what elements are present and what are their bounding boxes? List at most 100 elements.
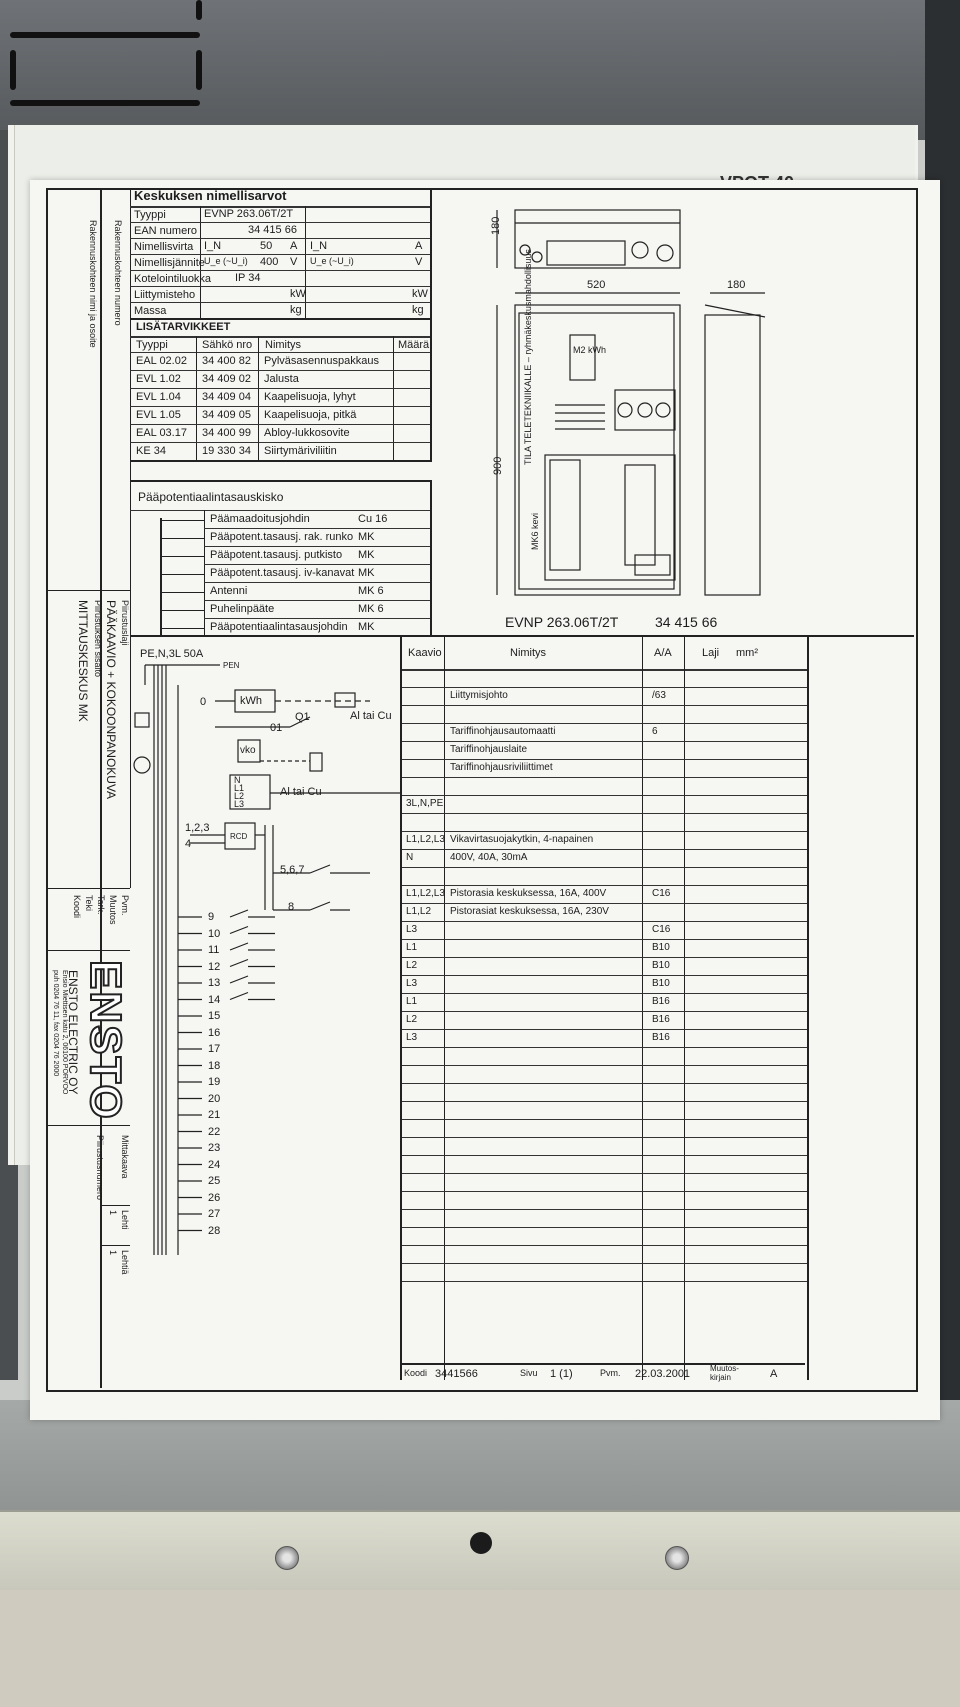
rating-ean: 34 415 66 [248, 224, 297, 236]
table-rule [402, 741, 807, 742]
equipotential-value: Cu 16 [358, 513, 388, 525]
accessories-header: Sähkö nro [202, 339, 253, 351]
equipotential-section: Pääpotentiaalintasauskisko Päämaadoitusj… [130, 480, 432, 637]
table-rule [402, 1047, 807, 1048]
accessory-type: EVL 1.05 [136, 409, 181, 421]
company-address: Ensio Miettisen katu 2, 06100 PORVOO [61, 970, 68, 1095]
table-rule [402, 1119, 807, 1120]
kaavio-cell: L1,L2,L3 [406, 888, 445, 899]
table-rule [402, 831, 807, 832]
pen-label: PEN [223, 661, 240, 670]
table-rule [402, 867, 807, 868]
nimitys-cell: Pistorasia keskuksessa, 16A, 400V [450, 888, 607, 899]
aa-cell: B16 [652, 996, 670, 1007]
vent-slot [10, 32, 200, 38]
kaavio-cell: 3L,N,PE [406, 798, 444, 809]
dim-height: 900 [492, 456, 504, 475]
lehti-label: Lehti [120, 1210, 130, 1230]
q1-label: Q1 [295, 711, 310, 723]
breaker-switch [229, 991, 249, 1001]
muutos-label: Muutos [108, 895, 118, 925]
kaavio-cell: N [406, 852, 414, 863]
vent-slot [10, 100, 200, 106]
schematic-svg [133, 664, 400, 1255]
table-rule [402, 993, 807, 994]
rating-sym2: U_e (~U_i) [310, 256, 354, 266]
ratings-title: Keskuksen nimellisarvot [134, 188, 287, 203]
rating-label: EAN numero [134, 225, 197, 237]
table-rule [402, 1155, 807, 1156]
accessory-type: KE 34 [136, 445, 166, 457]
rating-current: 50 [260, 240, 273, 252]
circuit-number: 26 [208, 1191, 221, 1204]
screw-icon [275, 1546, 299, 1570]
l3-label: L3 [234, 799, 245, 809]
table-rule [402, 903, 807, 904]
table-rule [402, 885, 807, 886]
strip-divider [100, 1245, 130, 1246]
circuit-number: 20 [208, 1092, 221, 1105]
circuit-header: A/A [654, 647, 672, 659]
circuit-number: 12 [208, 960, 221, 973]
nimitys-cell: 400V, 40A, 30mA [450, 852, 528, 863]
equipotential-item: Antenni [210, 585, 248, 597]
table-rule [402, 1101, 807, 1102]
circuit-header: mm² [736, 647, 758, 659]
piirustuksen-sisalto: MITTAUSKESKUS MK [76, 600, 90, 722]
aa-cell: /63 [652, 690, 666, 701]
m2-label: M2 kWh [573, 345, 607, 355]
circuit-number: 24 [208, 1158, 221, 1171]
footer-koodi: 3441566 [435, 1368, 478, 1380]
rating-unit2: kg [412, 304, 424, 316]
rating-label: Tyyppi [134, 209, 166, 221]
rakennuspaikka-label: Rakennuskohteen numero [113, 220, 123, 326]
rating-unit2: kW [412, 288, 428, 300]
nimitys-cell: Tariffinohjausautomaatti [450, 726, 556, 737]
circuit-number: 13 [208, 977, 221, 989]
rating-unit: A [290, 240, 298, 252]
rating-label: Nimellisjännite [134, 257, 205, 269]
equipotential-value: MK 6 [358, 603, 384, 615]
rating-sym: I_N [204, 240, 222, 252]
circuit-number: 22 [208, 1125, 221, 1138]
footer-pvm: 22.03.2001 [635, 1368, 691, 1380]
kwh-meter: kWh [240, 695, 262, 707]
breaker-switch [229, 942, 249, 951]
ratings-table: Keskuksen nimellisarvot Tyyppi EVNP 263.… [130, 188, 432, 320]
schematic-sheet: Rakennuskohteen nimi ja osoite Rakennusk… [30, 180, 940, 1420]
company-phone: puh 0204 76 11, fax 0204 76 2000 [52, 970, 59, 1077]
strip-divider [46, 1125, 130, 1126]
circuit-number: 9 [208, 911, 215, 923]
rating-unit2: A [415, 240, 423, 252]
rcd-label: RCD [230, 832, 248, 841]
aa-cell: B10 [652, 960, 670, 971]
kaavio-cell: L1,L2 [406, 906, 432, 917]
strip-border [100, 188, 102, 1388]
piirustuslaji-label: Piirustuslaji [120, 600, 130, 646]
enclosure-drawing: 180 520 180 900 TILA TELETEKNIIKALLE – r… [475, 205, 805, 630]
rakennuskohde-label: Rakennuskohteen nimi ja osoite [88, 220, 98, 348]
equipotential-value: MK [358, 531, 375, 543]
l1-label: L1 [234, 783, 245, 793]
table-rule [402, 1191, 807, 1192]
equipotential-value: MK [358, 621, 375, 633]
equipotential-value: MK [358, 549, 375, 561]
rating-label: Liittymisteho [134, 289, 196, 301]
accessories-header: Määrä [398, 339, 430, 351]
accessory-code: 19 330 34 [202, 445, 251, 457]
piirustusnumero-label: Piirustusnumero [95, 1135, 105, 1201]
circuit-number: 25 [208, 1175, 221, 1187]
breaker-switch [229, 975, 249, 984]
table-rule [402, 759, 807, 760]
breaker-switch [229, 958, 249, 968]
screw-icon [665, 1546, 689, 1570]
accessory-code: 34 409 04 [202, 391, 251, 403]
strip-divider [100, 1205, 130, 1206]
drawing-frame [46, 188, 918, 1392]
footer-sivu-label: Sivu [520, 1368, 538, 1378]
circuit-number: 18 [208, 1059, 221, 1072]
breaker-switch [229, 925, 249, 935]
nimitys-cell: Pistorasiat keskuksessa, 16A, 230V [450, 906, 609, 917]
table-rule [402, 1083, 807, 1084]
telecom-space-label: TILA TELETEKNIIKALLE – ryhmäkeskusmahdol… [523, 249, 533, 465]
